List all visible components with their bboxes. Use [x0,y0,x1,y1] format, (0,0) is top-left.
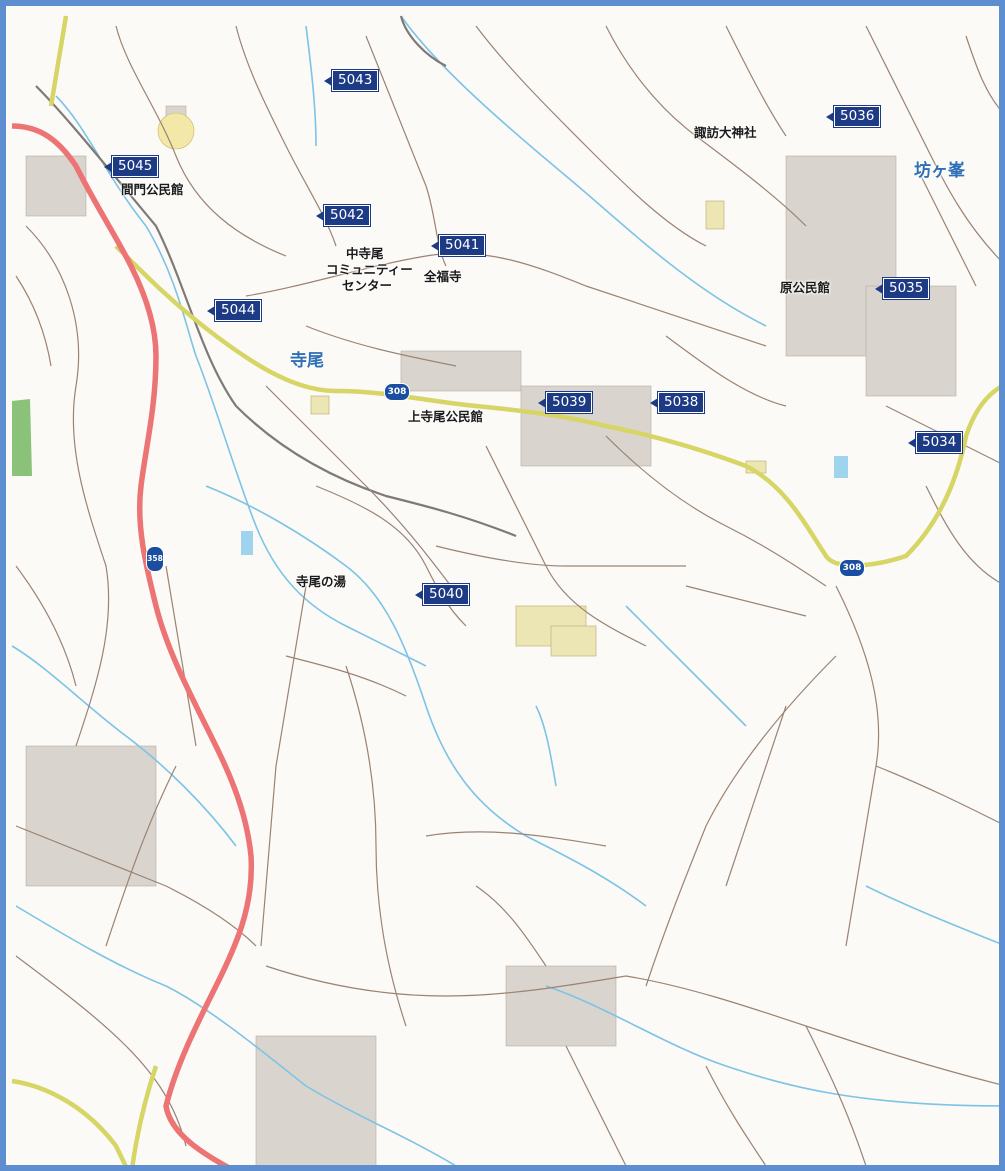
park-area [12,399,32,476]
place-label-kamiterao-hall[interactable]: 上寺尾公民館 [408,409,484,424]
area-label-terao: 寺尾 [290,351,324,371]
place-label-center[interactable]: センター [342,278,393,293]
code-label-5041[interactable]: 5041 [430,234,487,257]
code-label-5043[interactable]: 5043 [323,69,380,92]
prefectural-road-south [11,1065,159,1165]
code-label-5038[interactable]: 5038 [649,391,706,414]
code-label-5042[interactable]: 5042 [315,204,372,227]
prefectural-road-308 [48,15,999,568]
code-label-5045[interactable]: 5045 [103,155,160,178]
map-canvas[interactable] [6,6,1005,1171]
place-label-hara-hall[interactable]: 原公民館 [780,280,831,295]
route-shield-308-north: 308 [384,383,410,401]
ponds [241,456,848,555]
code-label-5036[interactable]: 5036 [825,105,882,128]
code-label-5039[interactable]: 5039 [537,391,594,414]
place-label-nakaterao[interactable]: 中寺尾 [346,246,384,261]
local-roads [15,25,999,1165]
code-label-5044[interactable]: 5044 [206,299,263,322]
route-shield-358: 358 [146,546,164,572]
route-shield-308-east: 308 [839,559,865,577]
place-label-terao-no-yu[interactable]: 寺尾の湯 [296,574,347,589]
code-label-5035[interactable]: 5035 [874,277,931,300]
area-label-bogamine: 坊ヶ峯 [914,161,965,181]
place-label-suwa-shrine[interactable]: 諏訪大神社 [694,125,757,140]
code-label-5034[interactable]: 5034 [907,431,964,454]
place-label-zenpukuji[interactable]: 全福寺 [424,269,462,284]
rivers [11,15,999,1165]
code-label-5040[interactable]: 5040 [414,583,471,606]
place-label-mamon-hall[interactable]: 間門公民館 [121,182,184,197]
national-road-358 [11,123,255,1165]
place-label-community[interactable]: コミュニティー [326,262,413,277]
